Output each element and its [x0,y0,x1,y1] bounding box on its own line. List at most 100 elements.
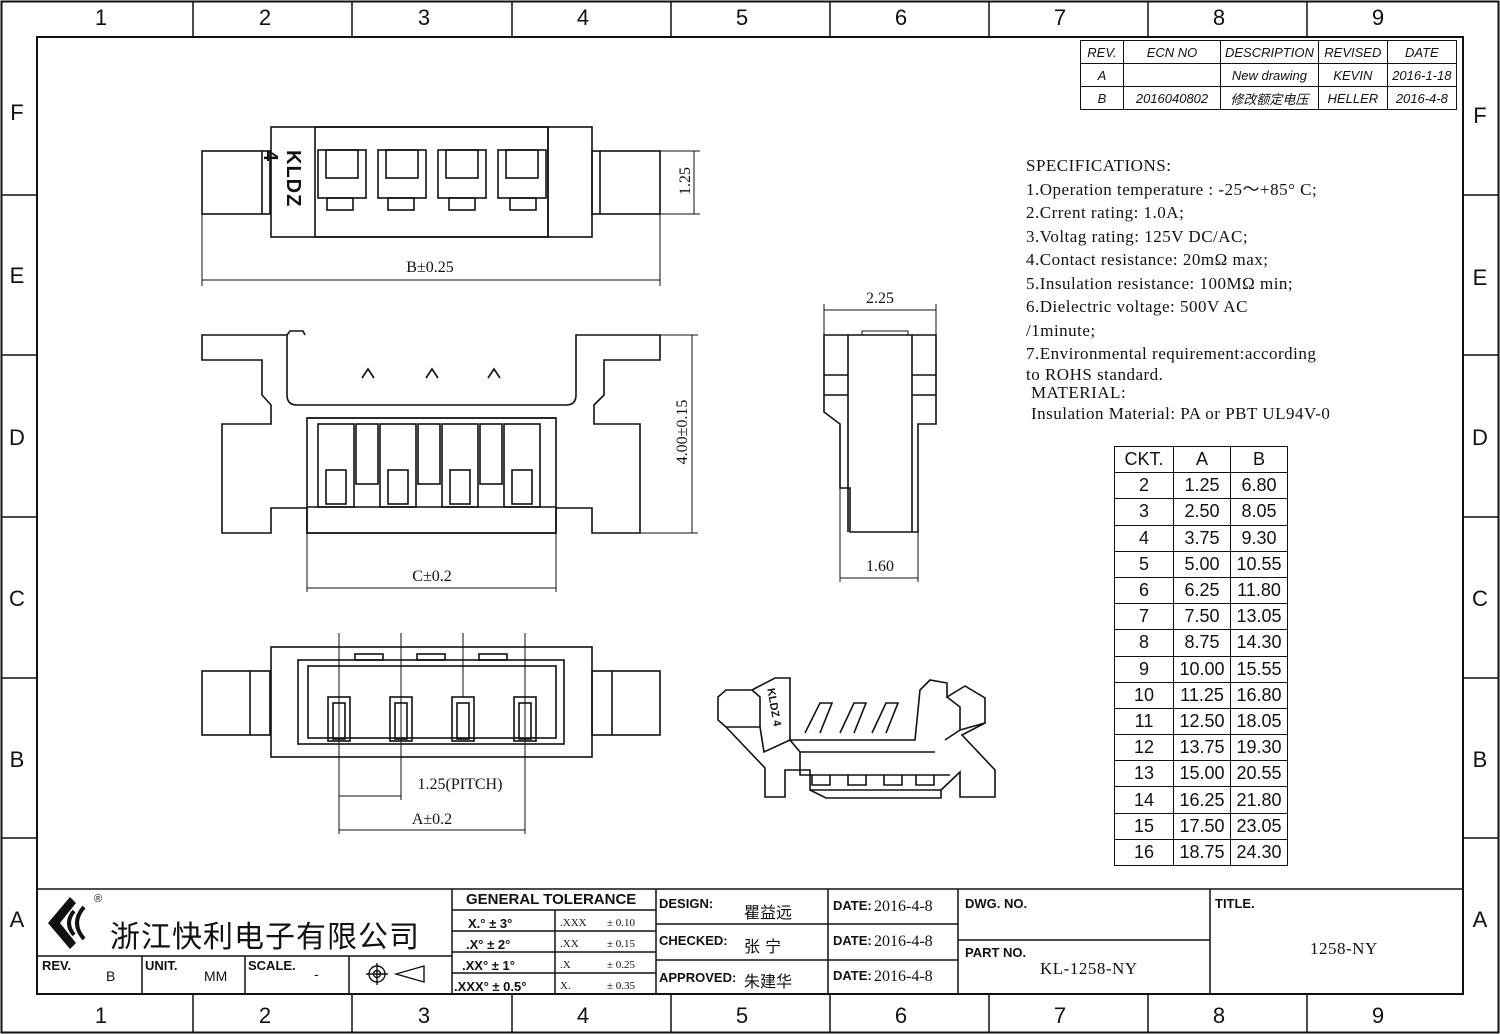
revised-cell: HELLER [1317,86,1388,110]
ckt-cell: 13 [1114,760,1174,788]
registered-mark: ® [94,893,103,905]
zone-col-3: 3 [417,5,431,30]
ckt-cell: 15 [1114,812,1174,840]
zone-col-7-bottom: 7 [1053,1003,1067,1028]
ckt-cell: 4 [1114,524,1174,552]
dim-side-width: 2.25 [866,290,894,307]
a-cell: 8.75 [1173,629,1231,657]
zone-col-1: 1 [94,5,108,30]
unit-value: MM [204,968,228,984]
zone-row-d-right: D [1472,425,1488,450]
a-cell: 15.00 [1173,760,1231,788]
ecn-cell [1123,63,1221,87]
ckt-header: CKT. [1114,445,1174,474]
b-cell: 8.05 [1230,498,1288,526]
ckt-header-row: CKT. A B [1114,445,1288,474]
dim-top-height: 1.25 [677,167,694,195]
b-cell: 16.80 [1230,681,1288,709]
date-value-approved: 2016-4-8 [874,968,933,985]
spec-line: 4.Contact resistance: 20mΩ max; [1026,250,1269,269]
title-value: 1258-NY [1310,939,1378,958]
tol-angular-row: .XXX° ± 0.5° [454,979,527,994]
zone-row-b-right: B [1472,747,1488,772]
bottom-view [201,633,661,834]
spec-line: /1minute; [1026,320,1096,340]
tol-value-row: ± 0.35 [607,980,636,992]
a-cell: 12.50 [1173,707,1231,736]
ckt-cell: 10 [1114,681,1174,709]
spec-title: SPECIFICATIONS: [1026,156,1172,175]
tol-value-row: ± 0.15 [607,938,636,950]
zone-col-9: 9 [1371,5,1385,30]
zone-row-c: C [9,586,25,611]
a-cell: 18.75 [1173,838,1231,867]
zone-row-f: F [10,100,24,125]
company-name: 浙江快利电子有限公司 [110,920,420,955]
tol-angular-row: .XX° ± 1° [462,958,515,973]
tol-value-row: ± 0.10 [607,917,636,929]
zone-row-e: E [9,263,25,288]
dim-a-width: A±0.2 [411,811,453,828]
zone-col-9-bottom: 9 [1371,1003,1385,1028]
tol-precision-row: .X [560,959,571,971]
date-value-checked: 2016-4-8 [874,933,933,950]
b-cell: 9.30 [1230,524,1288,552]
spec-line: 1.Operation temperature : -25～+85° C; [1026,179,1318,199]
zone-row-c-right: C [1472,586,1488,611]
b-cell: 19.30 [1230,734,1288,762]
side-view [823,304,937,582]
zone-col-6: 6 [894,5,908,30]
dim-pitch: 1.25(PITCH) [417,776,503,793]
ecn-cell: 2016040802 [1123,86,1221,110]
date-cell: 2016-1-18 [1386,63,1457,87]
scale-label: SCALE. [248,958,296,973]
a-cell: 1.25 [1173,472,1231,500]
b-cell: 20.55 [1230,760,1288,788]
approved-label: APPROVED: [659,970,737,985]
a-cell: 3.75 [1173,524,1231,552]
tol-precision-row: X. [560,980,571,992]
tol-value-row: ± 0.25 [607,959,636,971]
specifications-block: SPECIFICATIONS: 1.Operation temperature … [1026,154,1446,425]
tol-angular-row: X.° ± 3° [468,916,513,931]
unit-label: UNIT. [145,958,178,973]
rev-value: B [106,968,116,984]
tolerance-linear-precision: .XXX .XX .X X. [560,913,587,997]
zone-row-f-right: F [1473,103,1487,128]
date-label-checked: DATE: [833,933,872,948]
revision-row: A New drawing KEVIN 2016-1-18 [1080,63,1457,87]
material-title: MATERIAL: [1031,382,1127,402]
zone-col-6-bottom: 6 [894,1003,908,1028]
date-label-design: DATE: [833,898,872,913]
b-cell: 6.80 [1230,472,1288,500]
scale-value: - [314,966,319,982]
part-no-value: KL-1258-NY [1040,959,1138,978]
title-label: TITLE. [1215,896,1255,911]
rev-header: REV. [1080,40,1124,64]
description-header: DESCRIPTION [1220,40,1319,64]
description-cell: New drawing [1220,63,1319,87]
checked-value: 张 宁 [744,937,782,956]
b-cell: 13.05 [1230,603,1288,631]
b-cell: 21.80 [1230,786,1288,814]
zone-col-7: 7 [1053,5,1067,30]
revision-table: REV. ECN NO DESCRIPTION REVISED DATE A N… [1080,40,1457,110]
spec-line: 6.Dielectric voltage: 500V AC [1026,297,1248,316]
date-value-design: 2016-4-8 [874,898,933,915]
b-cell: 10.55 [1230,550,1288,578]
date-label-approved: DATE: [833,968,872,983]
rev-cell: B [1080,86,1124,110]
spec-line: 2.Crrent rating: 1.0A; [1026,203,1185,222]
dim-b-width: B±0.25 [406,259,454,276]
zone-col-3-bottom: 3 [417,1003,431,1028]
ecn-header: ECN NO [1123,40,1221,64]
date-cell: 2016-4-8 [1386,86,1457,110]
